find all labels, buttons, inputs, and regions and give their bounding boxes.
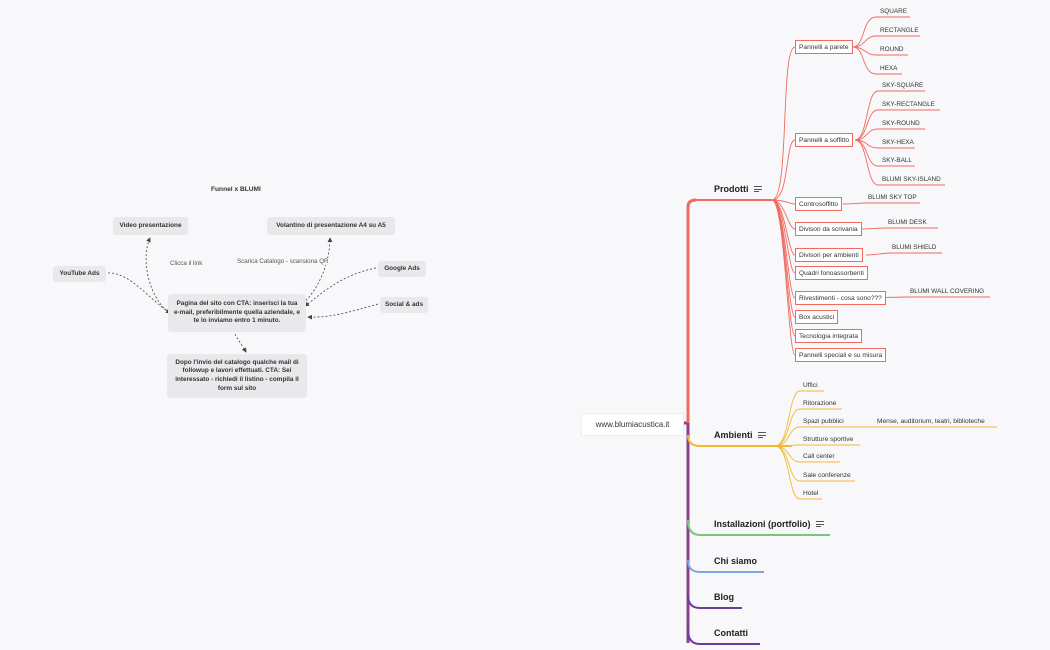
node-followup[interactable]: Dopo l'invio del catalogo qualche mail d…	[167, 354, 307, 398]
leaf-rectangle[interactable]: RECTANGLE	[880, 27, 919, 34]
edge-landing-video	[145, 237, 171, 314]
node-divisori-ambienti[interactable]: Divisori per ambienti	[795, 248, 863, 262]
leaf-sky-top[interactable]: BLUMI SKY TOP	[868, 194, 917, 201]
edge-landing-followup	[234, 333, 247, 353]
node-quadri[interactable]: Quadri fonoassorbenti	[795, 266, 868, 280]
notes-icon[interactable]	[753, 186, 762, 192]
node-video-presentazione[interactable]: Video presentazione	[113, 217, 188, 235]
leaf-hexa[interactable]: HEXA	[880, 65, 898, 72]
branch-prodotti[interactable]: Prodotti	[714, 184, 762, 194]
branch-installazioni-label: Installazioni (portfolio)	[714, 519, 811, 529]
branch-prodotti-label: Prodotti	[714, 184, 749, 194]
funnel-title: Funnel x BLUMI	[211, 186, 261, 193]
branch-contatti[interactable]: Contatti	[714, 628, 748, 638]
node-tecnologia[interactable]: Tecnologia integrata	[795, 329, 863, 343]
amb-strutture-sportive[interactable]: Strutture sportive	[803, 436, 854, 443]
node-pannelli-parete[interactable]: Pannelli a parete	[795, 40, 853, 54]
notes-icon[interactable]	[757, 432, 766, 438]
leaf-blumi-desk[interactable]: BLUMI DESK	[888, 219, 927, 226]
amb-hotel[interactable]: Hotel	[803, 490, 819, 497]
leaf-spazi-pubblici-detail[interactable]: Mense, auditorium, teatri, biblioteche	[877, 418, 985, 425]
amb-uffici[interactable]: Uffici	[803, 382, 818, 389]
amb-ritorazione[interactable]: Ritorazione	[803, 400, 837, 407]
edge-google-landing	[304, 267, 377, 307]
node-pannelli-soffitto[interactable]: Pannelli a soffitto	[795, 133, 854, 147]
leaf-sky-island[interactable]: BLUMI SKY-ISLAND	[882, 176, 941, 183]
node-pannelli-speciali[interactable]: Pannelli speciali e su misura	[795, 348, 887, 362]
node-social-ads[interactable]: Social & ads	[380, 297, 428, 313]
leaf-wall-covering[interactable]: BLUMI WALL COVERING	[910, 288, 985, 295]
branch-installazioni[interactable]: Installazioni (portfolio)	[714, 519, 824, 529]
leaf-round[interactable]: ROUND	[880, 46, 904, 53]
node-controsoffitto[interactable]: Controsoffitto	[795, 197, 843, 211]
leaf-square[interactable]: SQUARE	[880, 8, 907, 15]
branch-ambienti[interactable]: Ambienti	[714, 430, 766, 440]
edge-label-clicca: Clicca il link	[169, 260, 204, 267]
node-google-ads[interactable]: Google Ads	[378, 261, 426, 277]
leaf-sky-square[interactable]: SKY-SQUARE	[882, 82, 924, 89]
node-rivestimenti[interactable]: Rivestimenti - cosa sono???	[795, 291, 886, 305]
edge-label-scarica: Scarica Catalogo - scansiona QR	[236, 258, 330, 265]
node-divisori-scrivania[interactable]: Divisori da scrivania	[795, 222, 862, 236]
edge-social-landing	[307, 303, 379, 320]
mindmap-root[interactable]: www.blumiacustica.it	[581, 413, 684, 436]
amb-spazi-pubblici[interactable]: Spazi pubblici	[803, 418, 844, 425]
leaf-blumi-shield[interactable]: BLUMI SHIELD	[892, 244, 937, 251]
node-box-acustici[interactable]: Box acustici	[795, 310, 839, 324]
notes-icon[interactable]	[815, 521, 824, 527]
edge-youtube-landing	[107, 272, 171, 314]
amb-call-center[interactable]: Call center	[803, 453, 835, 460]
branch-chi-siamo[interactable]: Chi siamo	[714, 556, 758, 566]
node-volantino[interactable]: Volantino di presentazione A4 su A5	[267, 217, 395, 235]
leaf-sky-rectangle[interactable]: SKY-RECTANGLE	[882, 101, 935, 108]
branch-ambienti-label: Ambienti	[714, 430, 753, 440]
leaf-sky-ball[interactable]: SKY-BALL	[882, 157, 912, 164]
leaf-sky-round[interactable]: SKY-ROUND	[882, 120, 920, 127]
node-youtube-ads[interactable]: YouTube Ads	[53, 266, 106, 282]
branch-blog[interactable]: Blog	[714, 592, 734, 602]
leaf-sky-hexa[interactable]: SKY-HEXA	[882, 139, 914, 146]
node-landing-page[interactable]: Pagina del sito con CTA: inserisci la tu…	[168, 294, 306, 332]
amb-sale-conferenze[interactable]: Sale conferenze	[803, 472, 851, 479]
